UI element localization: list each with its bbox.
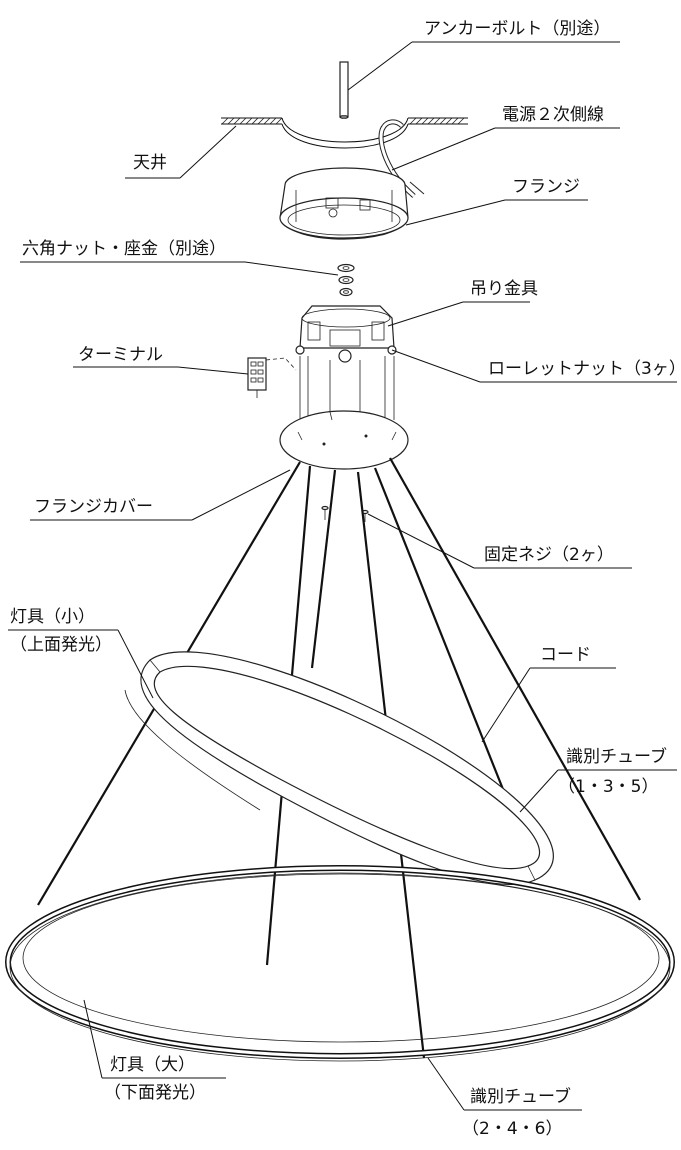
label-large-fixture: 灯具（大） <box>110 1055 195 1075</box>
terminal-block <box>247 357 297 398</box>
label-terminal: ターミナル <box>78 345 163 365</box>
label-small-fixture: 灯具（小） <box>10 607 95 627</box>
label-power-wire: 電源２次側線 <box>502 105 604 125</box>
label-knurled-nut: ローレットナット（3ヶ） <box>488 359 681 379</box>
leader-lines <box>8 41 677 1111</box>
label-tube-even: 識別チューブ <box>470 1086 571 1107</box>
anchor-bolt <box>339 61 349 120</box>
small-fixture-ring <box>124 651 554 886</box>
label-hex-nut: 六角ナット・座金（別途） <box>22 239 226 259</box>
label-tube-odd: 識別チューブ <box>566 746 667 767</box>
label-tube-odd-sub: （1・3・5） <box>558 777 658 797</box>
hanger-bracket <box>295 305 397 420</box>
flange-cover <box>279 410 409 470</box>
label-flange: フランジ <box>512 177 580 197</box>
flange <box>279 167 409 240</box>
large-fixture-ring <box>5 865 675 1062</box>
label-flange-cover: フランジカバー <box>34 497 153 517</box>
ceiling <box>221 117 468 149</box>
hex-nut-washer <box>337 263 355 297</box>
label-fixing-screw: 固定ネジ（2ヶ） <box>484 545 614 565</box>
label-hanger: 吊り金具 <box>470 279 538 299</box>
label-ceiling: 天井 <box>133 153 167 173</box>
label-cord: コード <box>540 645 591 665</box>
label-large-fixture-sub: （下面発光） <box>104 1083 206 1103</box>
label-tube-even-sub: （2・4・6） <box>462 1119 562 1139</box>
label-small-fixture-sub: （上面発光） <box>10 635 112 655</box>
label-anchor-bolt: アンカーボルト（別途） <box>424 19 610 39</box>
